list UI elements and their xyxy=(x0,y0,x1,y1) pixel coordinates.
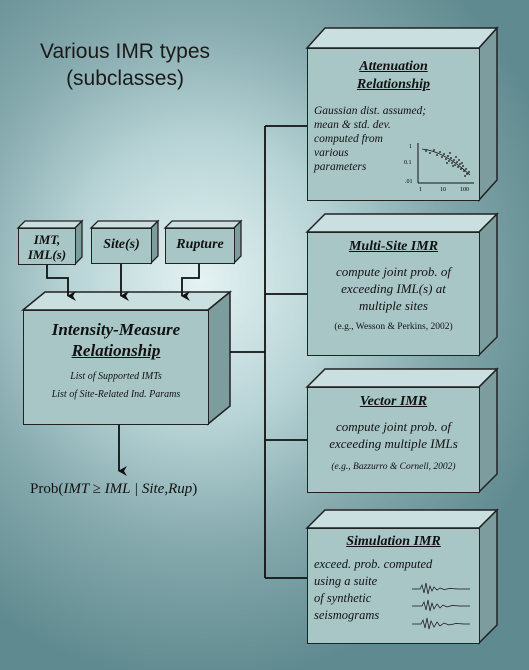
attenuation-title: Attenuation Relationship xyxy=(308,49,479,94)
imr-title-line1: Intensity-Measure xyxy=(51,320,181,339)
prob-prefix: Prob( xyxy=(30,481,64,497)
attenuation-title-line2: Relationship xyxy=(356,77,431,92)
site-box: Site(s) xyxy=(91,228,152,264)
prob-expression: IMT ≥ IML | Site,Rup xyxy=(63,481,193,497)
multisite-desc-line2: exceeding IML(s) at xyxy=(341,281,446,296)
rupture-box: Rupture xyxy=(165,228,235,264)
rupture-label: Rupture xyxy=(176,237,224,252)
attenuation-desc-line2: mean & std. dev. xyxy=(314,119,391,131)
simulation-desc-line2: using a suite xyxy=(314,574,378,588)
vector-reference: (e.g., Bazzurro & Cornell, 2002) xyxy=(331,462,456,472)
simulation-desc-line3: of synthetic xyxy=(314,591,372,605)
attenuation-desc-line5: parameters xyxy=(314,161,367,173)
attenuation-desc-line4: various xyxy=(314,147,349,159)
multisite-title: Multi-Site IMR xyxy=(348,239,439,254)
vector-description: compute joint prob. of exceeding multipl… xyxy=(308,418,479,452)
multisite-box: Multi-Site IMR compute joint prob. of ex… xyxy=(307,232,480,356)
attenuation-desc-line3: computed from xyxy=(314,133,383,145)
simulation-description: exceed. prob. computed using a suite of … xyxy=(308,556,479,624)
vector-title: Vector IMR xyxy=(359,394,428,409)
attenuation-desc-line1: Gaussian dist. assumed; xyxy=(314,105,427,117)
attenuation-description: Gaussian dist. assumed; mean & std. dev.… xyxy=(308,104,479,174)
title-line-2: (subclasses) xyxy=(66,67,184,90)
imr-box: Intensity-Measure Relationship List of S… xyxy=(23,310,209,425)
plot-xtick-3: 100 xyxy=(460,187,469,193)
vector-desc-line2: exceeding multiple IMLs xyxy=(329,436,458,451)
simulation-box: Simulation IMR exceed. prob. computed us… xyxy=(307,528,480,644)
imt-box: IMT, IML(s) xyxy=(18,228,76,265)
diagram-title: Various IMR types (subclasses) xyxy=(0,38,250,92)
plot-mean-curve xyxy=(421,148,471,176)
seismogram-trace-2 xyxy=(412,599,470,612)
input-arrows xyxy=(46,263,200,476)
imr-list-imts: List of Supported IMTs xyxy=(70,371,162,382)
plot-xtick-1: 1 xyxy=(419,187,422,193)
simulation-title: Simulation IMR xyxy=(346,534,441,549)
title-line-1: Various IMR types xyxy=(40,40,210,63)
plot-ytick-2: 0.1 xyxy=(404,160,412,166)
attenuation-title-line1: Attenuation xyxy=(359,59,428,74)
vector-box: Vector IMR compute joint prob. of exceed… xyxy=(307,387,480,493)
subclass-connector xyxy=(230,125,307,579)
seismogram-trace-3 xyxy=(412,617,470,630)
plot-scatter-points xyxy=(425,149,470,177)
imr-list-site-params: List of Site-Related Ind. Params xyxy=(51,389,181,400)
simulation-desc-line1: exceed. prob. computed xyxy=(314,557,433,571)
site-label: Site(s) xyxy=(103,237,140,252)
simulation-desc-line4: seismograms xyxy=(314,608,380,622)
imr-title-line2: Relationship xyxy=(71,341,161,360)
multisite-desc-line3: multiple sites xyxy=(359,298,428,313)
vector-desc-line1: compute joint prob. of xyxy=(335,419,452,434)
plot-xtick-2: 10 xyxy=(440,187,446,193)
plot-ytick-1: 1 xyxy=(409,144,412,150)
attenuation-box: Attenuation Relationship Gaussian dist. … xyxy=(307,48,480,201)
attenuation-mini-plot: 1 0.1 .01 1 10 100 xyxy=(404,143,474,193)
seismogram-traces xyxy=(412,582,470,630)
seismogram-trace-1 xyxy=(412,582,470,595)
multisite-description: compute joint prob. of exceeding IML(s) … xyxy=(308,263,479,314)
multisite-box-3d xyxy=(305,212,499,357)
attenuation-box-3d xyxy=(305,26,499,202)
plot-ytick-3: .01 xyxy=(405,179,413,185)
iml-label: IML(s) xyxy=(27,247,67,262)
imt-label: IMT, xyxy=(33,232,61,247)
output-probability: Prob(IMT ≥ IML | Site,Rup) xyxy=(30,481,197,498)
prob-suffix: ) xyxy=(192,481,198,497)
multisite-desc-line1: compute joint prob. of xyxy=(335,264,452,279)
multisite-reference: (e.g., Wesson & Perkins, 2002) xyxy=(334,322,453,332)
